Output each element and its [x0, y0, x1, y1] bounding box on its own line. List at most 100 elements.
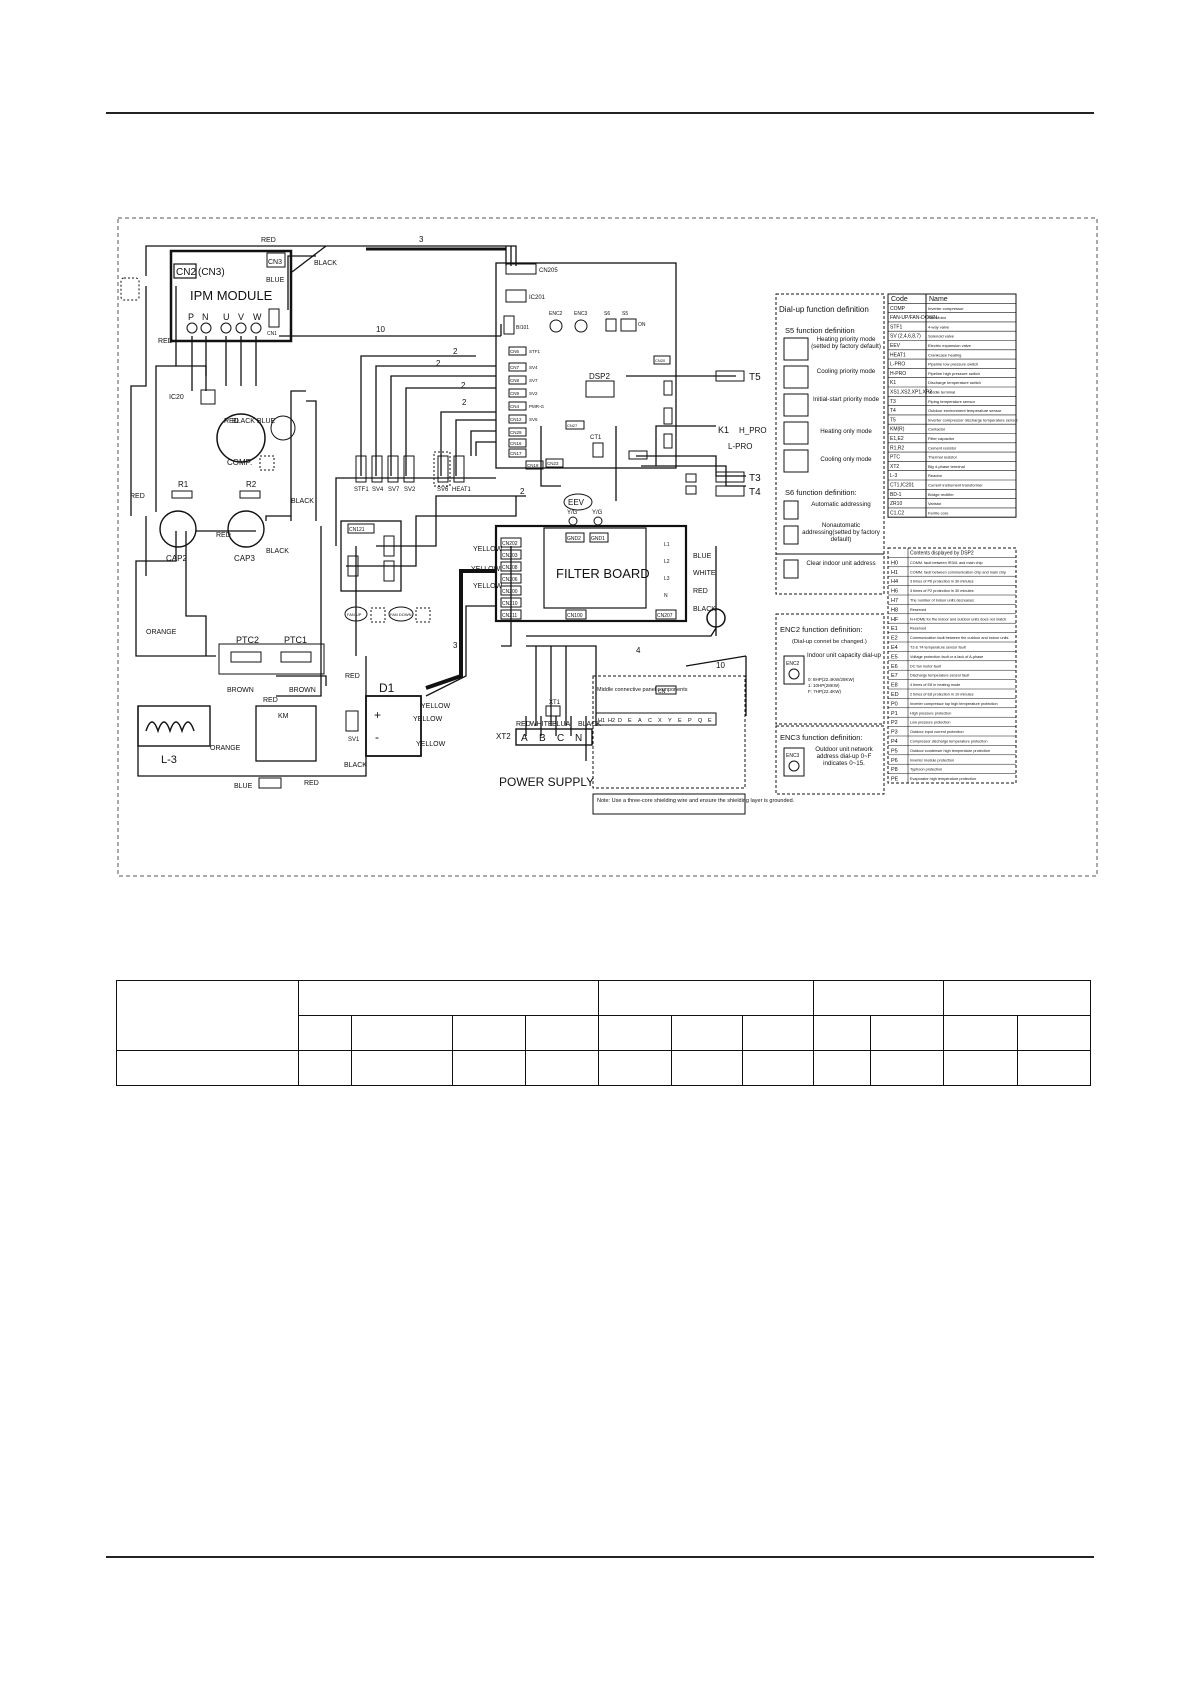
code-cell: L-PRO [890, 362, 905, 368]
gnd2-label: GND2 [567, 536, 581, 542]
comm-terminal-1: H2 [608, 718, 615, 724]
comm-terminal-10: Q [698, 718, 703, 724]
code-cell: COMP [890, 306, 906, 312]
s5-label: S5 [622, 311, 628, 317]
error-desc-cell: Communication fault between the outdoor … [910, 636, 1008, 640]
table-row [116, 1050, 1091, 1086]
error-desc-cell: Inverter compressor top high temperature… [910, 702, 998, 706]
power-terminal-n: N [575, 733, 582, 744]
error-desc-cell: High pressure protection [910, 711, 951, 715]
wire-red-xt2: RED [516, 721, 531, 728]
error-desc-cell: The number of indoor units decreases [910, 599, 974, 603]
error-code-cell: P6 [891, 758, 898, 764]
code-cell: FAN-UP/FAN-DOWN [890, 315, 937, 321]
power-terminal-b: B [539, 733, 546, 744]
ptc2-label: PTC2 [236, 635, 259, 645]
name-cell: Bridge rectifier [928, 492, 954, 497]
cn205-label: CN205 [539, 268, 558, 274]
cn4-label: CN4 [510, 404, 519, 409]
enc2-desc: Indoor unit capacity dial-up [807, 652, 881, 659]
code-cell: E1,E2 [890, 436, 904, 442]
cap3: CAP3 R2 [227, 480, 265, 563]
wire-red-comp: RED [224, 418, 239, 425]
error-desc-cell: COMM. fault between communication chip a… [910, 570, 1006, 574]
code-cell: XT2 [890, 464, 899, 470]
cn202-label: CN202 [502, 541, 518, 547]
error-code-cell: E4 [891, 645, 898, 651]
filter-board-title: FILTER BOARD [556, 566, 650, 581]
wire-red-d1: RED [345, 673, 360, 680]
error-code-cell: E1 [891, 626, 898, 632]
km-label: KM [278, 713, 289, 720]
sv2-pin-label: SV2 [529, 391, 538, 396]
s6-item-2: Clear indoor unit address [806, 560, 876, 567]
data-table [116, 980, 1091, 1086]
header-rule [106, 112, 1094, 114]
on-label: ON [638, 322, 646, 328]
error-desc-cell: Voltage protection fault or a lack of A-… [910, 655, 983, 659]
fan-cn121-label: CN121 [349, 527, 365, 533]
cn27-label: CN27 [567, 423, 578, 428]
fan-down-label: FAN DOWN [390, 612, 412, 617]
code-cell: T5 [890, 417, 896, 423]
name-cell: Fan Motor [928, 315, 947, 320]
wire-brown-left: BROWN [227, 687, 254, 694]
coil-label-sv7: SV7 [388, 487, 400, 493]
name-cell: Pipeline high pressure switch [928, 371, 980, 376]
s5-item-0: Heating priority mode (setted by factory… [811, 336, 881, 351]
comm-cn-label: CN [658, 689, 666, 695]
error-code-cell: H1 [891, 570, 898, 576]
name-cell: Filter capacitor [928, 436, 955, 441]
error-desc-cell: Reserved [910, 627, 926, 631]
error-code-cell: P2 [891, 720, 898, 726]
code-cell: ZR10 [890, 501, 902, 507]
name-cell: Reactor [928, 473, 943, 478]
svg-text:+: + [374, 708, 381, 722]
ipm-cn1-label: CN1 [267, 331, 277, 337]
cn29-label: CN29 [510, 430, 522, 435]
ipm-module: CN2 (CN3) IPM MODULE CN3 CN1 P N U V W [169, 249, 293, 343]
comm-terminal-3: E [628, 718, 632, 724]
fb-l1-label: L1 [664, 542, 670, 548]
cn208-label: CN208 [502, 565, 518, 571]
wire-count-3: 3 [419, 235, 424, 244]
power-terminal-c: C [557, 733, 564, 744]
error-code-cell: P4 [891, 739, 898, 745]
enc3-title: ENC3 function definition: [780, 733, 863, 742]
cn207-label: CN207 [657, 613, 673, 619]
name-cell: Ferrite core [928, 510, 949, 515]
wire-count-2d: 2 [462, 398, 467, 407]
name-cell: Electric expansion valve [928, 343, 972, 348]
coil-label-sv4: SV4 [372, 487, 384, 493]
s5-item-1: Cooling priority mode [816, 368, 876, 375]
cn211-label: CN211 [502, 613, 517, 619]
ipm-u-label: U [223, 312, 230, 322]
fan-up-label: FAN UP [347, 612, 362, 617]
wire-black-xt2: BLACK [578, 721, 601, 728]
enc2-box-label: ENC2 [786, 661, 800, 667]
cap2-label: CAP2 [166, 554, 187, 563]
name-cell: Inverter compressor discharge temperatur… [928, 417, 1018, 422]
cn6-label: CN6 [510, 349, 519, 354]
ct1-label: CT1 [590, 435, 602, 441]
pmr-pin-label: PMR-G [529, 404, 544, 409]
cn18-label: CN18 [527, 463, 539, 468]
name-cell: Discharge temperature switch [928, 380, 981, 385]
compressor: COMP. [216, 413, 296, 467]
error-desc-cell: Outdoor condenser high temperature prote… [910, 749, 990, 753]
ground-symbol-comp [259, 455, 275, 471]
enc2-panel: ENC2 function definition: (Dial-up conne… [775, 613, 885, 725]
fan-drive-board: CN121 FAN UP FAN DOWN [340, 520, 431, 623]
wire-white-xt2: WHITE [530, 721, 553, 728]
error-code-cell: P1 [891, 711, 898, 717]
wire-white-fb: WHITE [693, 570, 716, 577]
name-cell: Contactor [928, 427, 946, 432]
name-cell: Big 4-phase terminal [928, 464, 965, 469]
cn12-label: CN12 [510, 417, 522, 422]
wire-black-fb: BLACK [693, 606, 716, 613]
wire-count-2c: 2 [461, 381, 466, 390]
cn206-label: CN206 [502, 577, 518, 583]
wire-red-fb: RED [693, 588, 708, 595]
error-code-cell: H8 [891, 607, 898, 613]
eev-label: EEV [568, 498, 585, 507]
